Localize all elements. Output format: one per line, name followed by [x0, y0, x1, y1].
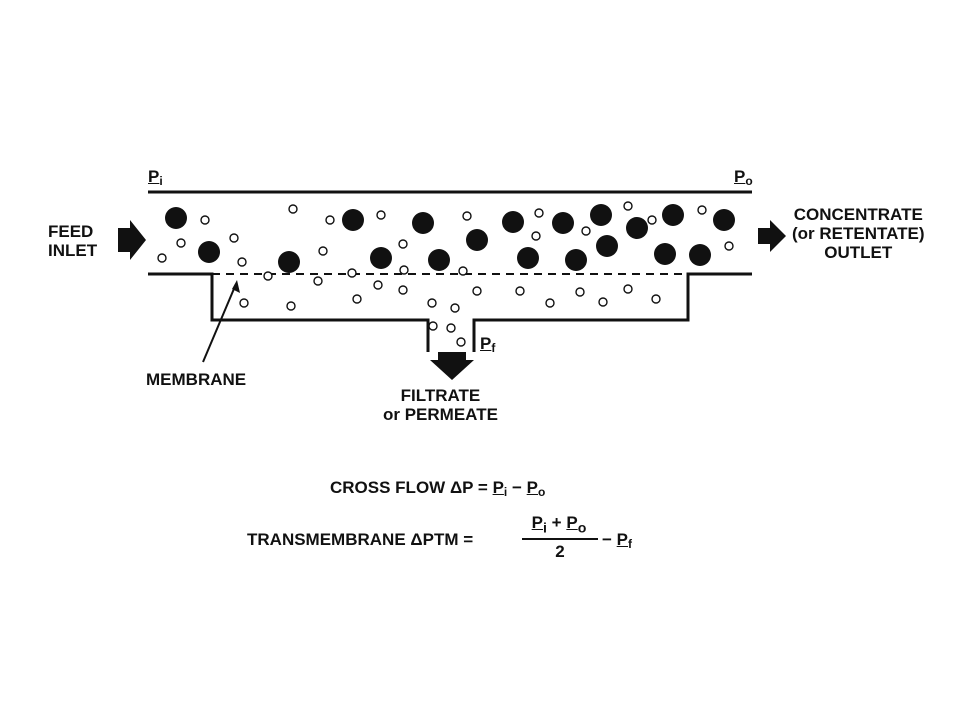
small-particle — [575, 287, 585, 297]
pressure-outlet-label: Po — [734, 167, 753, 188]
large-particle — [428, 249, 450, 271]
pressure-inlet-label: Pi — [148, 167, 163, 188]
concentrate-outlet-label: CONCENTRATE (or RETENTATE) OUTLET — [792, 205, 925, 262]
small-particle — [472, 286, 482, 296]
small-particle — [157, 253, 167, 263]
large-particle — [662, 204, 684, 226]
small-particle — [446, 323, 456, 333]
small-particle — [263, 271, 273, 281]
transmembrane-denominator: 2 — [555, 542, 565, 561]
transmembrane-equation-lhs: TRANSMEMBRANE ΔPTM = — [247, 530, 474, 549]
large-particle — [596, 235, 618, 257]
large-particle — [412, 212, 434, 234]
small-particle — [598, 297, 608, 307]
large-particle — [502, 211, 524, 233]
small-particle — [373, 280, 383, 290]
small-particle — [515, 286, 525, 296]
large-particle — [565, 249, 587, 271]
transmembrane-numerator: Pi + Po — [531, 513, 587, 537]
large-particle — [466, 229, 488, 251]
small-particle — [651, 294, 661, 304]
small-particle — [623, 284, 633, 294]
small-particle — [697, 205, 707, 215]
small-particle — [237, 257, 247, 267]
small-particle — [534, 208, 544, 218]
small-particle — [318, 246, 328, 256]
large-particle — [165, 207, 187, 229]
small-particle — [376, 210, 386, 220]
small-particle — [313, 276, 323, 286]
large-particle — [552, 212, 574, 234]
large-particle — [713, 209, 735, 231]
small-particle — [647, 215, 657, 225]
large-particle — [278, 251, 300, 273]
feed-arrow-icon — [118, 220, 146, 260]
small-particle — [200, 215, 210, 225]
small-particle — [398, 285, 408, 295]
small-particle — [450, 303, 460, 313]
small-particle — [623, 201, 633, 211]
small-particle — [325, 215, 335, 225]
small-particle — [286, 301, 296, 311]
small-particle — [176, 238, 186, 248]
small-particle — [462, 211, 472, 221]
outlet-arrow-icon — [758, 220, 786, 252]
pressure-filtrate-label: Pf — [480, 334, 496, 355]
large-particle — [626, 217, 648, 239]
small-particle — [288, 204, 298, 214]
small-particle — [229, 233, 239, 243]
small-particle — [458, 266, 468, 276]
fraction-bar — [522, 538, 598, 540]
small-particle — [545, 298, 555, 308]
small-particle — [456, 337, 466, 347]
cross-flow-equation: CROSS FLOW ΔP = Pi − Po — [330, 478, 546, 499]
small-particle — [428, 321, 438, 331]
small-particle — [581, 226, 591, 236]
transmembrane-tail: − Pf — [602, 530, 633, 551]
large-particle — [689, 244, 711, 266]
large-particle — [198, 241, 220, 263]
small-particle — [724, 241, 734, 251]
large-particle — [342, 209, 364, 231]
small-particle — [531, 231, 541, 241]
large-particle — [517, 247, 539, 269]
filtrate-arrow-icon — [430, 352, 474, 380]
small-particle — [398, 239, 408, 249]
small-particle — [239, 298, 249, 308]
membrane-pointer — [202, 283, 237, 363]
small-particle — [347, 268, 357, 278]
large-particle — [590, 204, 612, 226]
small-particle — [399, 265, 409, 275]
particles — [157, 201, 735, 347]
large-particle — [654, 243, 676, 265]
feed-inlet-label: FEED INLET — [48, 222, 98, 260]
membrane-label: MEMBRANE — [146, 370, 247, 389]
large-particle — [370, 247, 392, 269]
channel-bottom-wall — [148, 272, 752, 352]
small-particle — [427, 298, 437, 308]
membrane-pointer-head-icon — [232, 280, 240, 293]
small-particle — [352, 294, 362, 304]
filtrate-label: FILTRATE or PERMEATE — [383, 386, 498, 424]
